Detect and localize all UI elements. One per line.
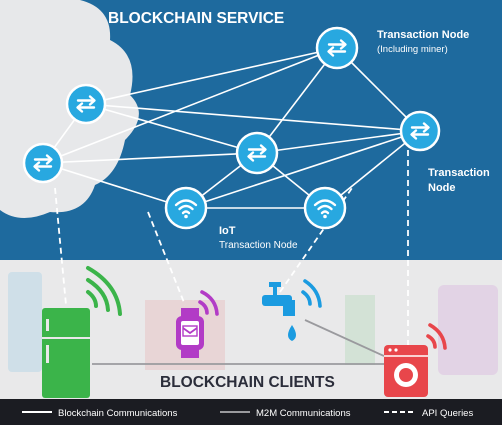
label-transaction-node-top: Transaction Node	[377, 29, 469, 41]
faded-background-icons	[8, 272, 498, 375]
m2m-links	[92, 319, 385, 365]
link-center-right	[256, 130, 421, 154]
link-a-right	[85, 103, 421, 132]
transaction-node-right	[399, 110, 441, 152]
transaction-node-cloud-upper	[65, 83, 107, 125]
smartwatch-icon	[176, 290, 219, 358]
transaction-node-center	[235, 131, 279, 175]
legend-background	[0, 399, 502, 425]
label-iot: IoT	[219, 225, 236, 237]
label-transaction-node-right-1: Transaction	[428, 167, 490, 179]
label-transaction-node-top-sub: (Including miner)	[377, 44, 448, 55]
transaction-node-cloud-lower	[22, 142, 64, 184]
iot-node-right	[303, 186, 347, 230]
label-iot-transaction-node: Transaction Node	[219, 240, 298, 251]
link-iot1-right	[185, 130, 421, 209]
api-watch	[147, 211, 186, 306]
legend: Blockchain Communications M2M Communicat…	[0, 399, 502, 425]
iot-node-left	[164, 186, 208, 230]
legend-api-label: API Queries	[422, 408, 473, 419]
m2m-tap-washer	[304, 319, 385, 357]
service-title: BLOCKCHAIN SERVICE	[108, 10, 284, 27]
link-b-top	[42, 47, 338, 164]
fridge-icon	[42, 266, 122, 398]
clients-title: BLOCKCHAIN CLIENTS	[160, 374, 335, 391]
legend-m2m-label: M2M Communications	[256, 408, 351, 419]
link-a-top	[85, 47, 338, 105]
link-b-center	[42, 152, 258, 164]
link-top-center	[256, 47, 338, 154]
label-transaction-node-right-2: Node	[428, 182, 456, 194]
water-tap-icon	[262, 279, 322, 341]
link-b-iot1	[42, 162, 187, 209]
link-a-center	[85, 103, 258, 154]
transaction-node-top	[315, 26, 359, 70]
washing-machine-icon	[384, 323, 447, 397]
legend-blockchain-label: Blockchain Communications	[58, 408, 178, 419]
